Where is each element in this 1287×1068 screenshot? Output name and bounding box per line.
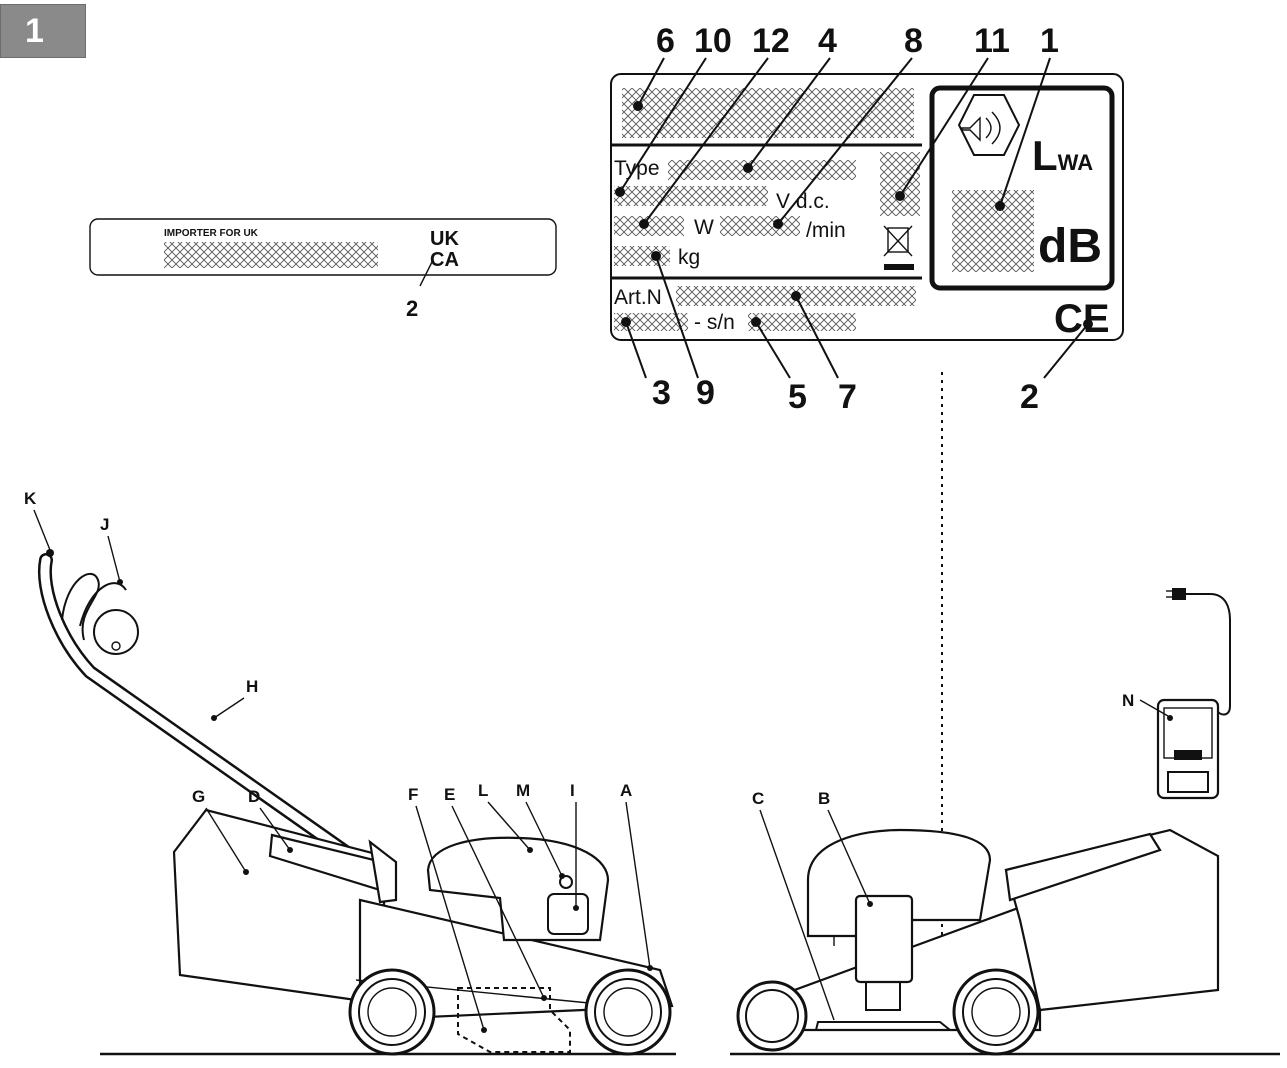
part-H: H <box>246 677 258 696</box>
hatch-weight <box>614 246 670 266</box>
callout-8: 8 <box>904 22 923 60</box>
callout-6: 6 <box>656 22 675 60</box>
callout-2-plate: 2 <box>1020 378 1039 416</box>
noise-box <box>929 85 1115 291</box>
hatch-type <box>668 160 856 180</box>
part-E: E <box>444 785 455 804</box>
mower-side-view-right <box>730 828 1280 1056</box>
part-J: J <box>100 515 109 534</box>
part-D: D <box>248 787 260 806</box>
part-B: B <box>818 789 830 808</box>
hatch-manufacturer <box>622 88 914 138</box>
hatch-year <box>614 313 688 331</box>
uk-callout-line <box>419 261 433 287</box>
figure-number-badge: 1 <box>0 4 86 58</box>
hatch-power <box>614 216 684 236</box>
callout-12: 12 <box>752 22 790 60</box>
uk-callout-2: 2 <box>406 296 418 321</box>
lwa-sub: WA <box>1058 150 1094 175</box>
part-I: I <box>570 781 575 800</box>
part-N: N <box>1122 691 1134 710</box>
callout-5: 5 <box>788 378 807 416</box>
callout-3: 3 <box>652 374 671 412</box>
battery-charger <box>1139 588 1231 800</box>
hatch-noise-value <box>952 190 1034 272</box>
part-A: A <box>620 781 632 800</box>
uk-importer-label: IMPORTER FOR UK UK CA 2 <box>89 218 557 321</box>
hatch-speed <box>720 216 800 236</box>
lwa-l: L <box>1032 132 1058 179</box>
hatch-voltage <box>614 186 768 206</box>
speed-unit: /min <box>806 219 846 242</box>
callout-9: 9 <box>696 374 715 412</box>
callout-leaders-bottom <box>621 251 1093 379</box>
wheelie-bin-icon <box>883 225 914 270</box>
callout-11: 11 <box>974 22 1010 60</box>
weight-unit: kg <box>678 246 700 269</box>
hatch-symbol <box>880 152 920 216</box>
part-F: F <box>408 785 418 804</box>
callout-4: 4 <box>818 22 837 60</box>
uk-label-outline <box>89 218 557 276</box>
part-M: M <box>516 781 530 800</box>
part-K: K <box>24 489 37 508</box>
callout-1: 1 <box>1040 22 1059 60</box>
ukca-mark-uk: UK <box>430 228 459 250</box>
part-L: L <box>478 781 488 800</box>
voltage-unit: V d.c. <box>776 190 830 213</box>
rating-plate-outline <box>610 73 1124 341</box>
ce-mark: CE <box>1054 297 1110 341</box>
ukca-mark-ca: CA <box>430 249 459 271</box>
uk-importer-hatch <box>164 242 378 268</box>
db-unit: dB <box>1038 220 1102 273</box>
article-label: Art.N <box>614 286 662 309</box>
type-label: Type <box>614 157 660 180</box>
hatch-serial <box>748 313 856 331</box>
uk-importer-text: IMPORTER FOR UK <box>164 228 259 239</box>
rating-plate: Type V d.c. W /min kg Art.N - s/n LWA dB <box>610 22 1124 1010</box>
part-C: C <box>752 789 764 808</box>
sound-power-icon <box>957 94 1021 156</box>
callout-10: 10 <box>694 22 732 60</box>
callout-leaders-top <box>615 57 1051 229</box>
serial-label: - s/n <box>694 311 735 334</box>
lwa-symbol: LWA <box>1032 132 1093 179</box>
callout-7: 7 <box>838 378 857 416</box>
part-callouts: K J H G D F E L M I A C B N <box>24 489 1134 1033</box>
power-unit: W <box>694 216 714 239</box>
mower-side-view-left <box>38 549 676 1056</box>
part-G: G <box>192 787 205 806</box>
